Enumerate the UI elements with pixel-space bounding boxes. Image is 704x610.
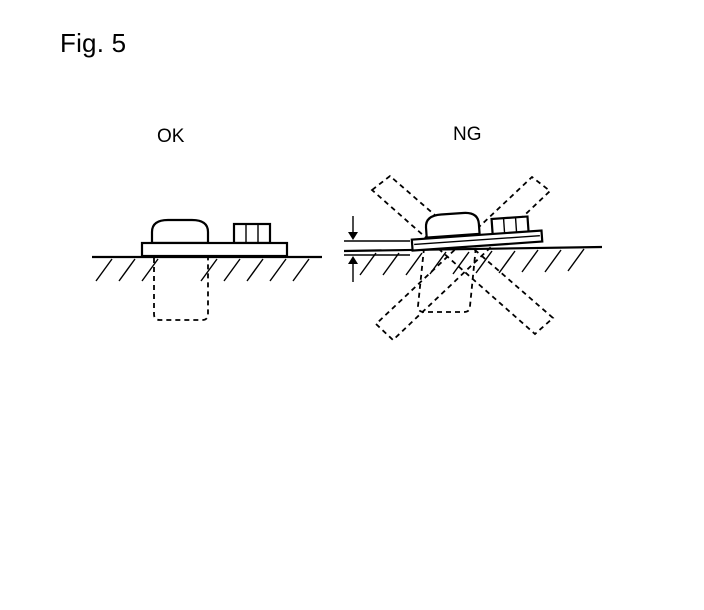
figure-title: Fig. 5 [60, 28, 127, 58]
ng-tilted-assembly [410, 211, 544, 252]
ng-ground-line [343, 245, 603, 253]
ng-ground-hatching [359, 248, 585, 276]
ng-panel [343, 174, 603, 342]
ok-dome-component [150, 218, 210, 245]
ok-hidden-body [153, 258, 209, 321]
ok-square-component [232, 222, 272, 245]
ok-panel-label: OK [157, 126, 185, 147]
ok-panel [92, 218, 322, 321]
ok-ground-hatching [95, 258, 310, 282]
ok-base-plate [140, 241, 289, 258]
ng-panel-label: NG [453, 124, 482, 145]
ng-dome-component [424, 211, 481, 239]
ng-reject-cross [370, 174, 555, 342]
ng-gap-dimension [344, 216, 410, 282]
